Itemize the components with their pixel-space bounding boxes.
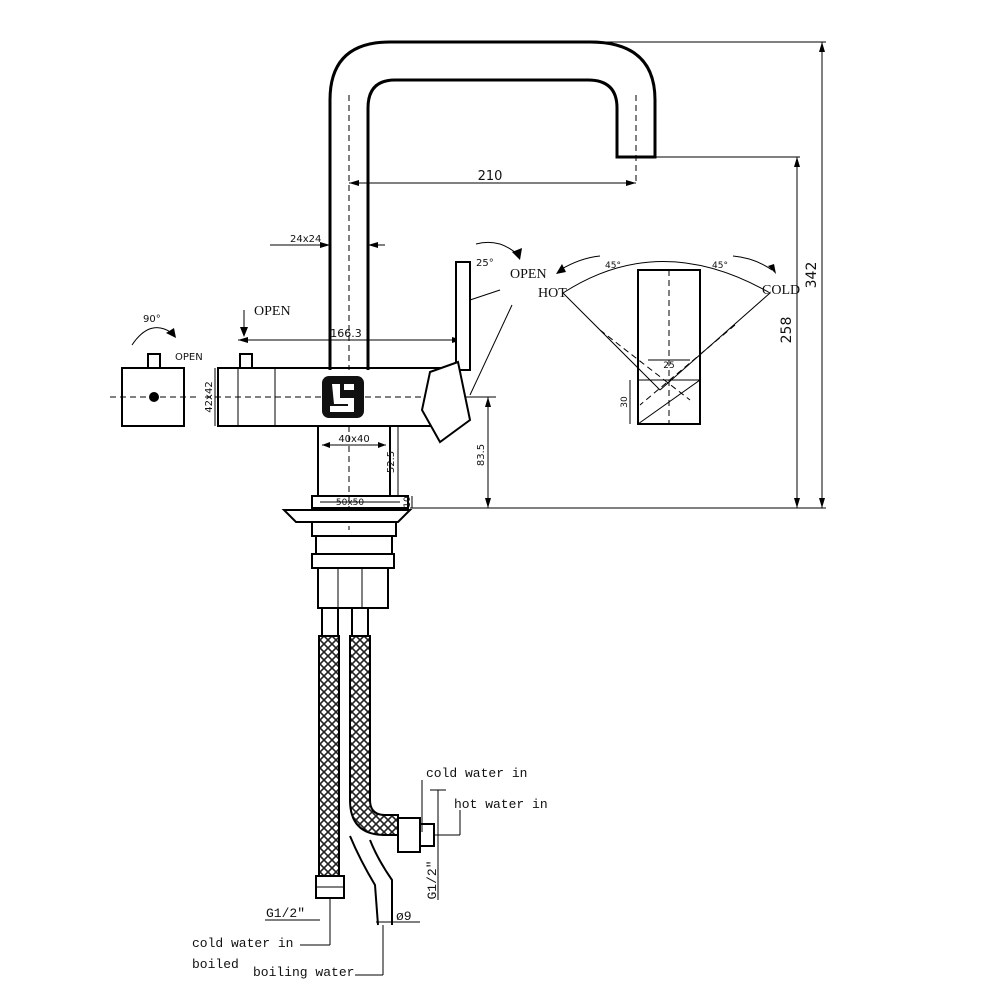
cold-water-in-top-label: cold water in xyxy=(426,766,527,781)
lever-height-label: 83.5 xyxy=(476,444,487,466)
water-labels: cold water in hot water in G1/2" ø9 cold… xyxy=(192,766,548,980)
handle-rotation-label: 90° xyxy=(143,314,161,325)
base-height-label: 10 xyxy=(403,496,413,508)
reach-dimension: 210 xyxy=(349,169,636,186)
lever-angle-label: 25° xyxy=(476,258,494,269)
cold-label: COLD xyxy=(762,283,800,298)
mixer-left-angle-label: 45° xyxy=(605,261,621,271)
spout-section-dimension: 24x24 xyxy=(270,234,385,248)
hose-diameter-label: ø9 xyxy=(396,909,412,924)
body-section-label: 42x42 xyxy=(204,381,215,412)
side-handle: 90° OPEN xyxy=(110,314,203,427)
hoses xyxy=(315,607,435,926)
body-length-dimension: 166.3 xyxy=(238,327,462,343)
thread-right-dimension: G1/2" xyxy=(425,789,446,900)
open-top-label: OPEN xyxy=(254,304,291,319)
body-length-label: 166.3 xyxy=(330,327,362,340)
height-spout-label: 258 xyxy=(779,317,795,344)
lever: 25° OPEN xyxy=(420,241,547,444)
thread-left-label: G1/2" xyxy=(266,906,305,921)
boiled-label: boiled xyxy=(192,957,239,972)
spout xyxy=(328,40,657,370)
open-indicator-top: OPEN xyxy=(240,304,291,337)
column-section-label: 40x40 xyxy=(338,434,369,445)
lever-height-dimension: 83.5 xyxy=(470,396,496,508)
mixer-width-label: 25 xyxy=(663,361,674,371)
spout-section-label: 24x24 xyxy=(290,234,321,245)
reach-label: 210 xyxy=(478,169,503,184)
height-dimensions: 342 258 xyxy=(410,41,826,509)
open-lever-label: OPEN xyxy=(510,267,547,282)
base-section-label: 50x50 xyxy=(336,498,365,508)
mixer-depth-label: 30 xyxy=(620,396,630,408)
thread-right-label: G1/2" xyxy=(425,860,440,899)
mixer-right-angle-label: 45° xyxy=(712,261,728,271)
column-height-label: 52.5 xyxy=(386,451,397,473)
boiling-water-label: boiling water xyxy=(253,965,354,980)
cold-water-in-bottom-label: cold water in xyxy=(192,936,293,951)
base-plate: 50x50 10 xyxy=(281,495,413,609)
height-total-label: 342 xyxy=(804,262,820,289)
brand-logo xyxy=(322,376,364,418)
hot-water-in-label: hot water in xyxy=(454,797,548,812)
hot-label: HOT xyxy=(538,286,567,301)
body-section-dimension: 42x42 xyxy=(204,368,216,426)
mixer-top-view: 25 30 45° 45° HOT COLD xyxy=(538,255,800,425)
open-handle-label: OPEN xyxy=(175,352,203,363)
